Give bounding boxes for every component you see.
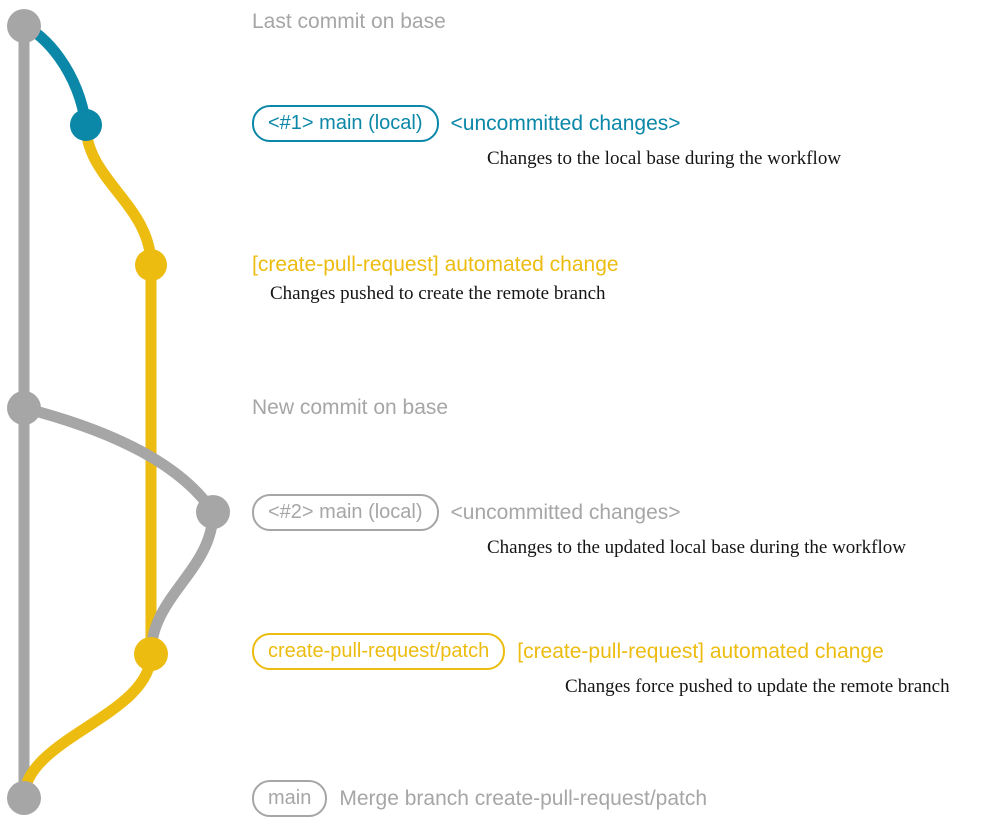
node-new-commit-on-base[interactable] (7, 391, 41, 425)
commit-row-last-commit-on-base: Last commit on base (252, 10, 446, 34)
commit-headline: [create-pull-request] automated change (517, 639, 884, 663)
commit-row-line: [create-pull-request] automated change (252, 253, 619, 277)
node-last-commit-on-base[interactable] (7, 9, 41, 43)
node-patch-commit-2[interactable] (134, 637, 168, 671)
branch-badge-create-pull-request-patch[interactable]: create-pull-request/patch (252, 633, 506, 670)
commit-row-line: create-pull-request/patch [create-pull-r… (252, 633, 950, 670)
commit-subtext: Changes to the local base during the wor… (487, 148, 842, 169)
commit-row-line: Last commit on base (252, 10, 446, 34)
commit-row-line: <#2> main (local) <uncommitted changes> (252, 494, 906, 531)
commit-subtext: Changes force pushed to update the remot… (565, 676, 950, 697)
commit-headline: <uncommitted changes> (450, 111, 681, 135)
branch-badge-main[interactable]: main (252, 780, 328, 817)
edge-local-2-to-patch-2 (145, 506, 219, 660)
commit-row-local-commit-2: <#2> main (local) <uncommitted changes> … (252, 494, 906, 559)
node-local-commit-1[interactable] (70, 109, 102, 141)
commit-headline: Merge branch create-pull-request/patch (339, 786, 708, 810)
commit-subtext: Changes pushed to create the remote bran… (270, 283, 606, 304)
commit-headline: Last commit on base (252, 10, 446, 33)
branch-badge-main-local-1[interactable]: <#1> main (local) (252, 105, 439, 142)
commit-row-line: New commit on base (252, 396, 448, 420)
commit-row-merge-commit: main Merge branch create-pull-request/pa… (252, 780, 707, 817)
commit-row-patch-commit-1: [create-pull-request] automated change C… (252, 253, 619, 305)
commit-subtext: Changes to the updated local base during… (487, 537, 906, 558)
commit-row-local-commit-1: <#1> main (local) <uncommitted changes> … (252, 105, 841, 170)
edge-base-to-local-1 (18, 20, 92, 131)
commit-row-patch-commit-2: create-pull-request/patch [create-pull-r… (252, 633, 950, 698)
branch-badge-main-local-2[interactable]: <#2> main (local) (252, 494, 439, 531)
edge-base-to-local-2 (18, 402, 219, 518)
commit-headline: New commit on base (252, 396, 449, 419)
commit-row-line: main Merge branch create-pull-request/pa… (252, 780, 707, 817)
node-merge-commit[interactable] (7, 781, 41, 815)
node-local-commit-2[interactable] (196, 495, 230, 529)
commit-headline: [create-pull-request] automated change (252, 253, 619, 276)
edge-local-1-to-patch-1 (80, 119, 157, 271)
node-patch-commit-1[interactable] (135, 249, 167, 281)
commit-row-line: <#1> main (local) <uncommitted changes> (252, 105, 841, 142)
commit-row-new-commit-on-base: New commit on base (252, 396, 448, 420)
commit-graph (7, 9, 230, 815)
commit-headline: <uncommitted changes> (450, 500, 681, 524)
edge-patch-2-to-merge (18, 648, 157, 804)
